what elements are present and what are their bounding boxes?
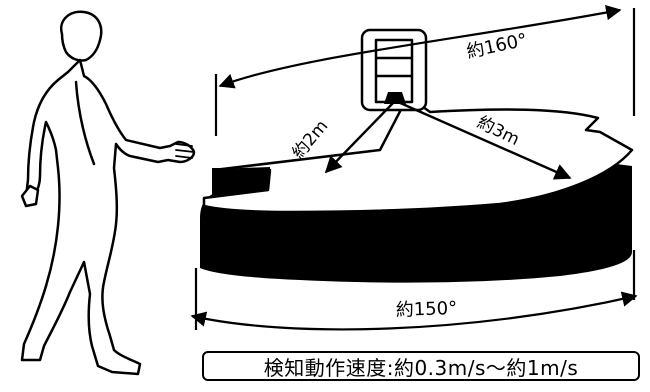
detection-area-top	[202, 94, 634, 214]
inner-angle-arc	[190, 291, 638, 331]
arrow-3m	[397, 100, 572, 180]
walking-person-figure	[20, 10, 196, 376]
arrow-2m	[324, 101, 395, 174]
detection-area	[200, 94, 634, 283]
motion-sensor-switch	[360, 28, 428, 112]
detection-speed-caption-box: 検知動作速度:約0.3m/s〜約1m/s	[202, 351, 640, 381]
inner-angle-label: 約150°	[395, 298, 457, 321]
distance-arrows	[324, 100, 572, 180]
outer-angle-arc	[218, 4, 622, 89]
detection-speed-caption: 検知動作速度:約0.3m/s〜約1m/s	[263, 355, 579, 380]
